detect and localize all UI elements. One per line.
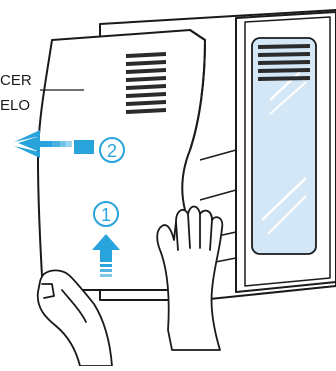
callout-text-line2: ELO <box>0 97 30 114</box>
step-2-marker-icon: 2 <box>100 138 124 162</box>
step-1-marker-icon: 1 <box>94 202 118 226</box>
callout-text-line1: CER <box>0 72 32 89</box>
step-2-number: 2 <box>107 141 117 161</box>
right-hand <box>157 207 222 351</box>
glass-window <box>252 38 316 254</box>
step-1-number: 1 <box>101 205 111 225</box>
